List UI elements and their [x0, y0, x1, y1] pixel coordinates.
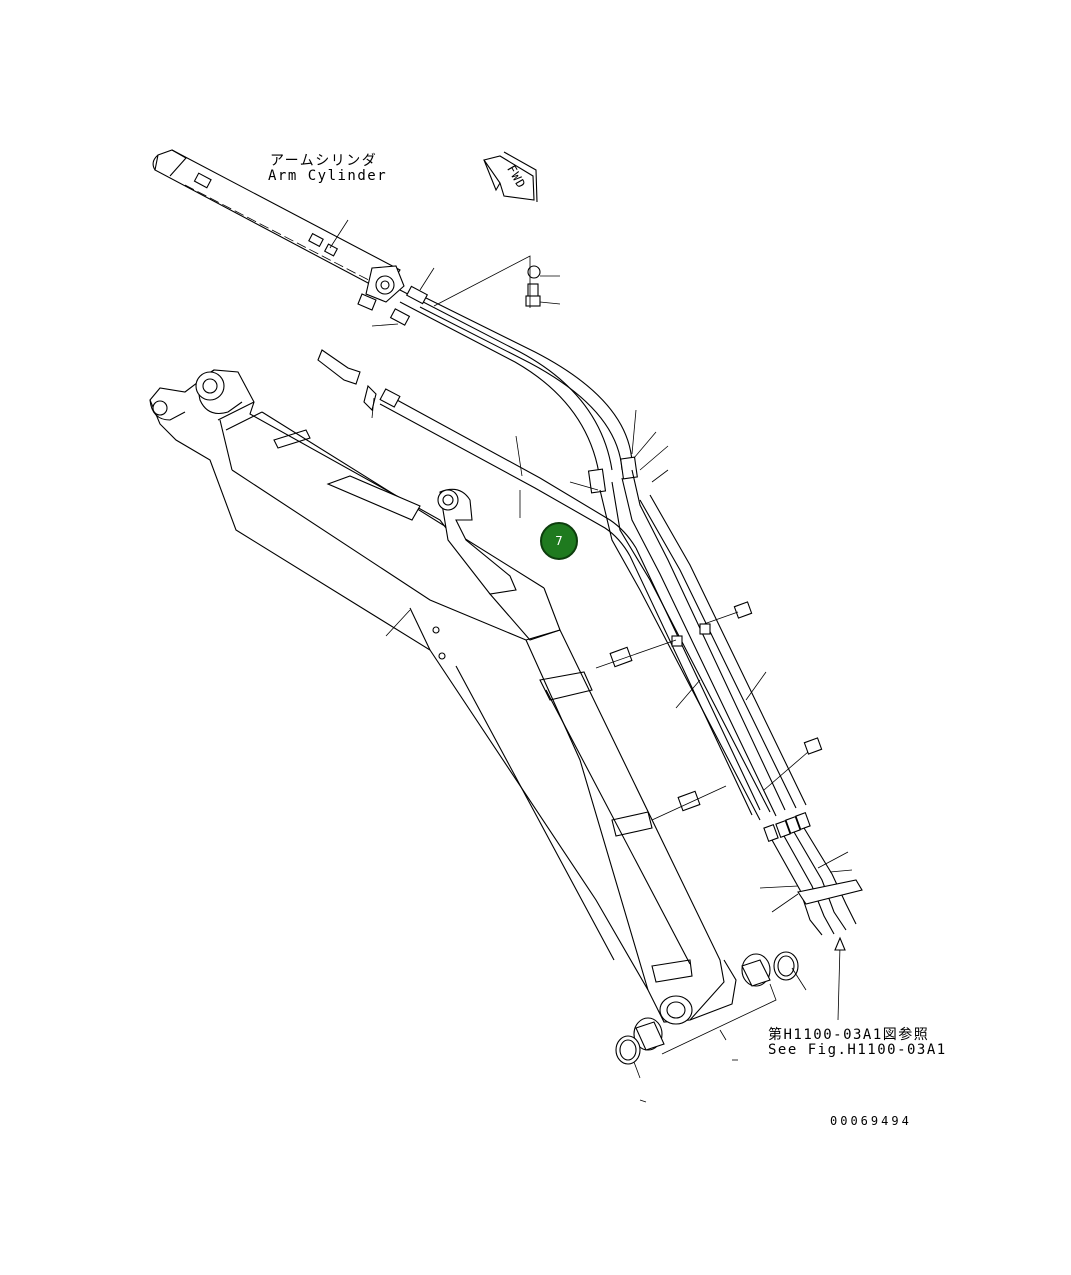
- arm-cylinder: [152, 149, 405, 311]
- boom-hoses: [379, 388, 807, 821]
- arm-cylinder-label-jp: アームシリンダ: [270, 153, 378, 169]
- boom: [149, 369, 737, 1025]
- part-callout-number: 7: [555, 534, 563, 548]
- see-figure-label-jp: 第H1100-03A1図参照: [768, 1027, 930, 1043]
- see-figure-label-en: See Fig.H1100-03A1: [768, 1042, 947, 1058]
- hose-ends: [763, 812, 863, 936]
- bushings: [615, 951, 799, 1065]
- fittings: [317, 265, 541, 412]
- leader-lines: [329, 219, 853, 1103]
- fwd-arrow: [483, 151, 538, 203]
- arm-cylinder-label-en: Arm Cylinder: [268, 168, 388, 184]
- hose-clamps: [609, 601, 823, 812]
- drawing-reference-code: 00069494: [830, 1114, 912, 1128]
- cylinder-hoses: [389, 285, 638, 494]
- part-callout-7[interactable]: 7: [540, 522, 578, 560]
